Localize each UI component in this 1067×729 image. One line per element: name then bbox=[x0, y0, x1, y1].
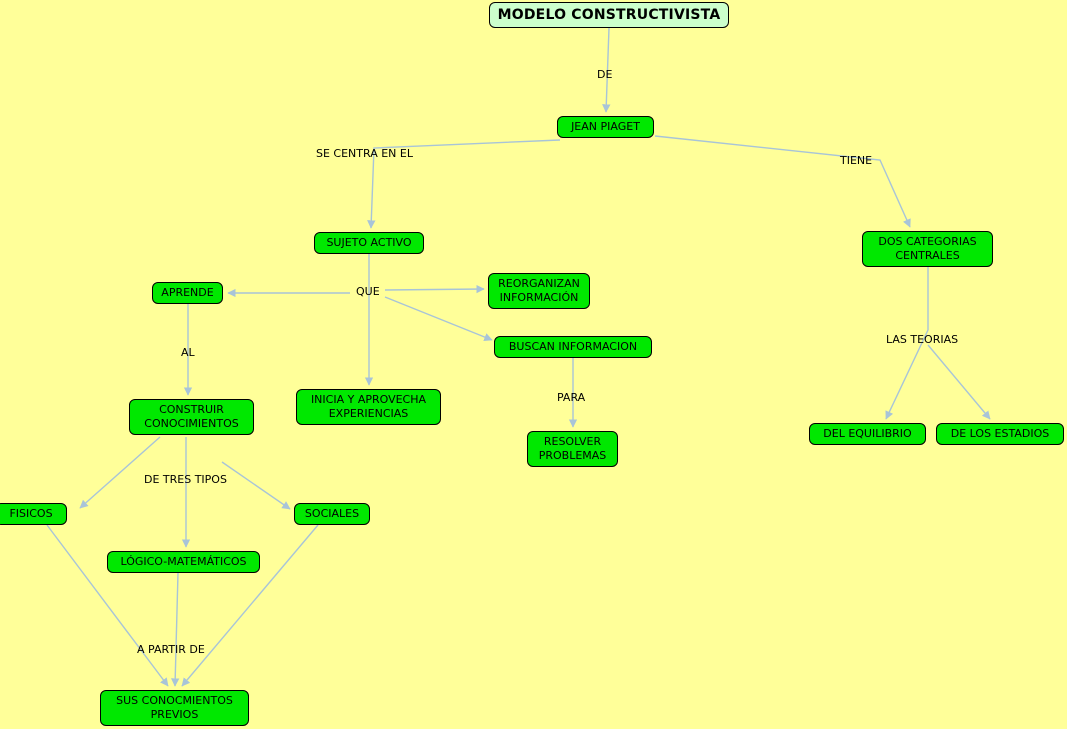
connector-piaget-categorias bbox=[654, 135, 911, 228]
node-sociales[interactable]: SOCIALES bbox=[294, 503, 370, 525]
node-fisicos[interactable]: FISICOS bbox=[0, 503, 67, 525]
edge-label-para: PARA bbox=[557, 391, 586, 404]
node-reorganizan[interactable]: REORGANIZAN INFORMACIÓN bbox=[488, 273, 590, 309]
connector-categorias-estadios bbox=[927, 344, 991, 420]
node-resolver[interactable]: RESOLVER PROBLEMAS bbox=[527, 431, 618, 467]
edge-label-se-centra: SE CENTRA EN EL bbox=[316, 147, 413, 160]
connector-construir-sociales bbox=[221, 461, 291, 510]
edge-label-las-teorias: LAS TEORIAS bbox=[886, 333, 959, 346]
node-inicia[interactable]: INICIA Y APROVECHA EXPERIENCIAS bbox=[296, 389, 441, 425]
connector-logico-previos bbox=[171, 572, 180, 687]
edge-label-a-partir-de: A PARTIR DE bbox=[137, 643, 205, 656]
edge-label-de-tres-tipos: DE TRES TIPOS bbox=[144, 473, 227, 486]
connector-que-reorganizan bbox=[384, 284, 485, 294]
connector-fisicos-previos bbox=[46, 524, 169, 687]
connector-que-buscan bbox=[384, 296, 493, 342]
edge-label-que: QUE bbox=[356, 285, 380, 298]
node-construir[interactable]: CONSTRUIR CONOCIMIENTOS bbox=[129, 399, 254, 435]
edge-label-al: AL bbox=[181, 346, 195, 359]
node-equilibrio[interactable]: DEL EQUILIBRIO bbox=[809, 423, 926, 445]
edge-label-tiene: TIENE bbox=[840, 154, 873, 167]
node-previos[interactable]: SUS CONOCMIENTOS PREVIOS bbox=[100, 690, 249, 726]
node-sujeto[interactable]: SUJETO ACTIVO bbox=[314, 232, 424, 254]
node-categorias[interactable]: DOS CATEGORIAS CENTRALES bbox=[862, 231, 993, 267]
edge-label-de: DE bbox=[597, 68, 613, 81]
connector-sociales-previos bbox=[181, 524, 319, 687]
node-estadios[interactable]: DE LOS ESTADIOS bbox=[936, 423, 1064, 445]
node-aprende[interactable]: APRENDE bbox=[152, 282, 223, 304]
node-piaget[interactable]: JEAN PIAGET bbox=[557, 116, 654, 138]
node-logico[interactable]: LÓGICO-MATEMÁTICOS bbox=[107, 551, 260, 573]
node-modelo[interactable]: MODELO CONSTRUCTIVISTA bbox=[489, 2, 729, 28]
node-buscan[interactable]: BUSCAN INFORMACION bbox=[494, 336, 652, 358]
